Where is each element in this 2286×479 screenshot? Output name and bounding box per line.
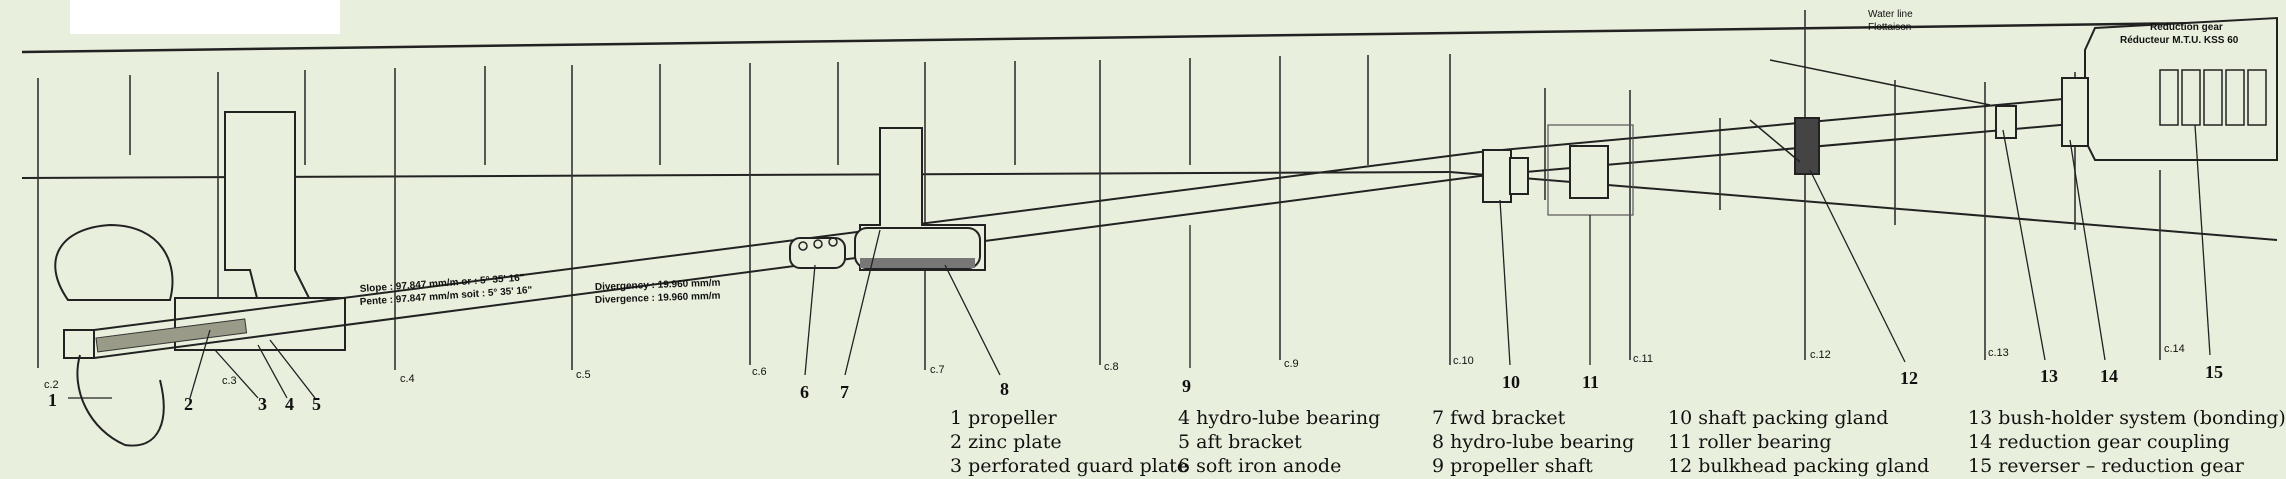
legend-item: 3 perforated guard plate — [950, 455, 1189, 477]
fwd-bearing-hatch — [860, 258, 975, 268]
callout-number: 4 — [285, 394, 294, 414]
legend-item: 9 propeller shaft — [1432, 455, 1593, 477]
callout-number: 1 — [48, 390, 57, 410]
frame-label: c.12 — [1810, 349, 1831, 361]
frame-label: c.6 — [752, 366, 767, 378]
roller-bearing — [1569, 145, 1609, 199]
frame-label: c.11 — [1633, 353, 1653, 365]
legend-item: 15 reverser – reduction gear — [1968, 455, 2244, 477]
callout-number: 12 — [1900, 368, 1918, 388]
legend-item: 7 fwd bracket — [1432, 407, 1566, 429]
reduction-gear-fr: Réducteur M.T.U. KSS 60 — [2120, 35, 2239, 46]
frame-label: c.3 — [222, 375, 237, 387]
bulkhead-packing-gland — [1794, 117, 1820, 175]
legend-column: 7 fwd bracket 8 hydro-lube bearing 9 pro… — [1432, 406, 1634, 478]
legend-item: 2 zinc plate — [950, 431, 1062, 453]
bulkhead-line — [1769, 59, 1991, 106]
callout-number: 7 — [840, 382, 849, 402]
frame-label: c.2 — [44, 379, 59, 391]
frame-label: c.14 — [2164, 343, 2185, 355]
legend-item: 4 hydro-lube bearing — [1178, 407, 1381, 429]
callout-number: 6 — [800, 382, 809, 402]
callout-number: 10 — [1502, 372, 1520, 392]
callout-number: 14 — [2100, 366, 2118, 386]
legend-item: 13 bush-holder system (bonding) — [1968, 407, 2286, 429]
legend-column: 1 propeller 2 zinc plate 3 perforated gu… — [950, 406, 1188, 478]
divergency-fr: Divergence : 19.960 mm/m — [595, 291, 721, 306]
legend-item: 10 shaft packing gland — [1668, 407, 1889, 429]
reduction-gear-en: Reduction gear — [2150, 22, 2223, 33]
frame-label: c.7 — [930, 364, 945, 376]
water-line-fr: Flottaison — [1868, 22, 1911, 33]
bush-holder — [1995, 105, 2017, 139]
callout-number: 5 — [312, 394, 321, 414]
legend-column: 10 shaft packing gland 11 roller bearing… — [1668, 406, 1929, 478]
corner-blank-box — [70, 0, 340, 34]
callout-number: 3 — [258, 394, 267, 414]
propeller-lower-blade — [76, 354, 165, 447]
callout-number: 13 — [2040, 366, 2058, 386]
callout-number: 2 — [184, 394, 193, 414]
legend-item: 6 soft iron anode — [1178, 455, 1342, 477]
propeller-upper-blade — [54, 223, 174, 301]
legend-item: 1 propeller — [950, 407, 1057, 429]
shaft-bottom-edge — [93, 175, 1481, 359]
legend-item: 5 aft bracket — [1178, 431, 1302, 453]
legend-column: 13 bush-holder system (bonding) 14 reduc… — [1968, 406, 2286, 478]
frame-label: c.13 — [1988, 347, 2009, 359]
divergency-en: Divergency : 19.960 mm/m — [595, 278, 721, 293]
legend-item: 12 bulkhead packing gland — [1668, 455, 1930, 477]
frame-lines — [37, 10, 2161, 370]
shaft-top-edge — [93, 151, 1481, 331]
legend-item: 11 roller bearing — [1668, 431, 1832, 453]
waterline — [21, 20, 2278, 54]
reduction-gear-coupling — [2061, 77, 2089, 147]
callout-number: 11 — [1582, 372, 1599, 392]
callout-leaders — [68, 124, 2211, 399]
legend-item: 14 reduction gear coupling — [1968, 431, 2230, 453]
guard-plate-hatch — [95, 318, 248, 353]
frame-label: c.8 — [1104, 361, 1119, 373]
reduction-gear-fins — [2159, 69, 2267, 126]
callout-number: 8 — [1000, 379, 1009, 399]
callout-number: 9 — [1182, 376, 1191, 396]
frame-label: c.9 — [1284, 358, 1299, 370]
frame-label: c.5 — [576, 369, 591, 381]
frame-label: c.10 — [1453, 355, 1474, 367]
frame-label: c.4 — [400, 373, 415, 385]
propeller-hub — [63, 329, 95, 359]
legend-item: 8 hydro-lube bearing — [1432, 431, 1635, 453]
legend-column: 4 hydro-lube bearing 5 aft bracket 6 sof… — [1178, 406, 1380, 478]
aft-bearing-housing — [174, 297, 346, 351]
shaft-packing-gland — [1482, 149, 1512, 203]
water-line-en: Water line — [1868, 9, 1913, 20]
callout-number: 15 — [2205, 362, 2223, 382]
